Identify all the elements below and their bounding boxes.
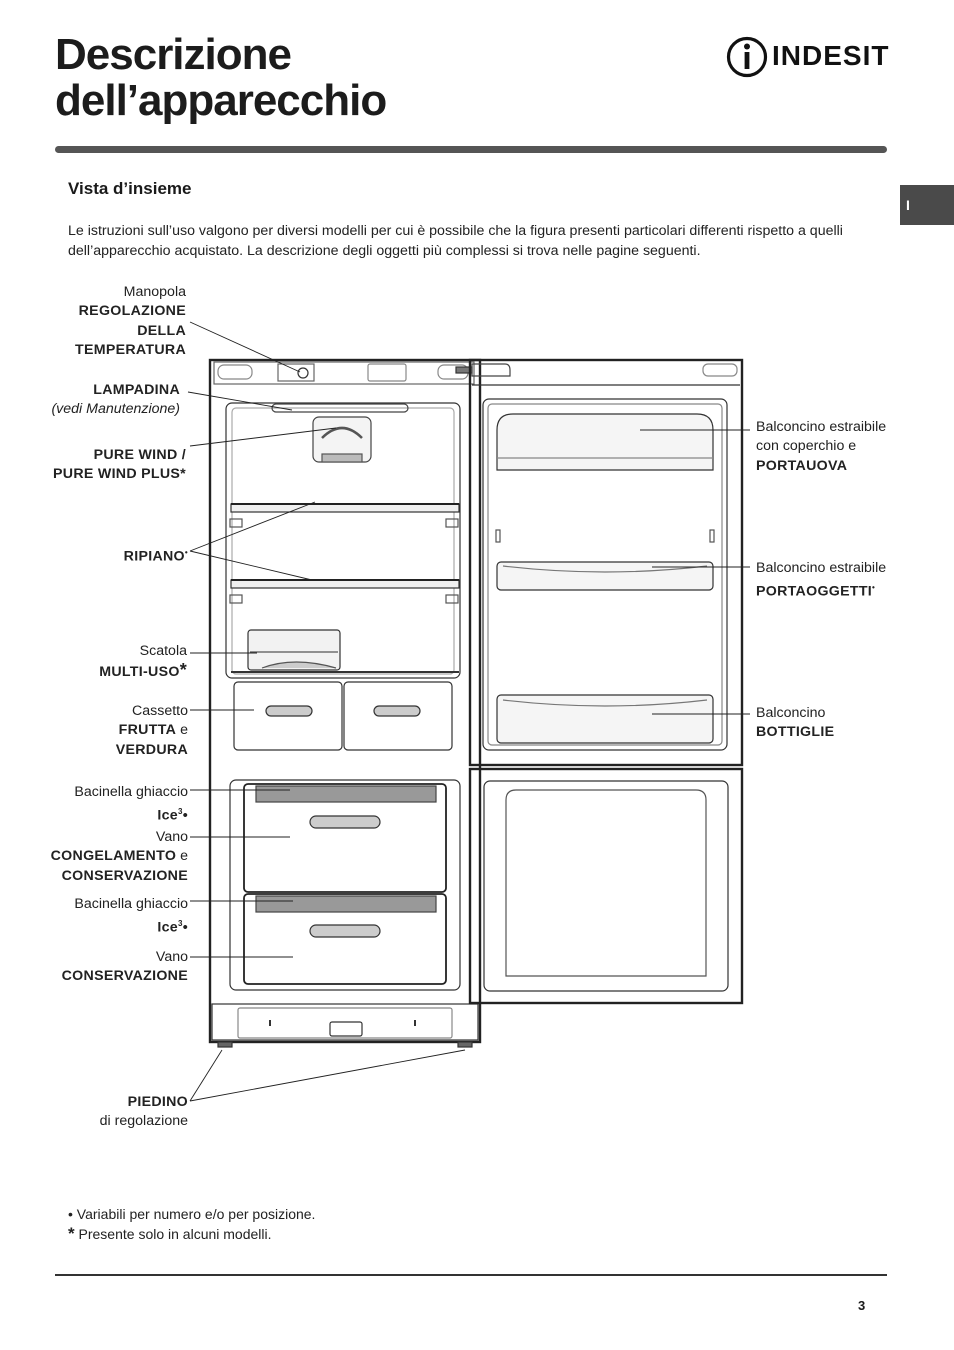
label-adjustable-foot-line1: PIEDINO bbox=[127, 1094, 188, 1110]
label-adjustable-foot-line2: di regolazione bbox=[99, 1113, 188, 1130]
label-freezing-compartment-line3: CONSERVAZIONE bbox=[61, 867, 188, 884]
footnote-some-models-mark: * bbox=[68, 1224, 75, 1243]
label-freezing-compartment-line2a: CONGELAMENTO bbox=[50, 848, 177, 865]
intro-paragraph: Le istruzioni sull’uso valgono per diver… bbox=[68, 223, 843, 259]
label-pure-wind-line1: PURE WIND / bbox=[93, 447, 186, 463]
label-crisper-drawer-line1: Cassetto bbox=[132, 703, 188, 719]
label-storage-compartment-line2: CONSERVAZIONE bbox=[61, 968, 188, 985]
label-multi-use-box-mark: * bbox=[179, 660, 187, 681]
footnote-some-models-text: Presente solo in alcuni modelli. bbox=[74, 1226, 272, 1242]
indesit-logo-icon bbox=[726, 36, 768, 78]
label-multi-use-box-line1: Scatola bbox=[139, 643, 187, 659]
label-temperature-knob: Manopola REGOLAZIONE DELLA TEMPERATURA bbox=[75, 283, 186, 361]
label-shelf: RIPIANO• bbox=[124, 543, 188, 567]
label-ice-tray-1-line1: Bacinella ghiaccio bbox=[74, 784, 188, 800]
label-crisper-drawer-line3: VERDURA bbox=[115, 741, 188, 758]
ice-tray-1 bbox=[255, 785, 437, 803]
fridge-door bbox=[468, 358, 744, 767]
label-adjustable-foot: PIEDINO di regolazione bbox=[100, 1093, 188, 1132]
label-ice-tray-1-mark: • bbox=[182, 808, 188, 825]
ice-tray-2 bbox=[255, 895, 437, 913]
fridge-compartment bbox=[225, 402, 461, 679]
label-multi-use-box: Scatola MULTI-USO* bbox=[99, 642, 187, 683]
label-ice-tray-2-line1: Bacinella ghiaccio bbox=[74, 896, 188, 912]
label-ice-tray-2-line2: Ice bbox=[157, 920, 178, 937]
footnote-variable-text: Variabili per numero e/o per posizione. bbox=[72, 1206, 316, 1222]
footnote-variable-mark: • bbox=[68, 1206, 73, 1222]
label-object-balcony-mark: • bbox=[872, 583, 876, 593]
label-egg-balcony-line2: con coperchio e bbox=[756, 438, 857, 455]
label-ice-tray-2-mark: • bbox=[182, 920, 188, 937]
header-divider bbox=[55, 146, 887, 153]
bottle-balcony bbox=[496, 694, 714, 744]
crisper-drawer-left bbox=[233, 681, 343, 751]
page-title-line2: dell’apparecchio bbox=[55, 76, 387, 125]
label-freezing-compartment: Vano CONGELAMENTO e CONSERVAZIONE bbox=[51, 828, 188, 886]
label-bottle-balcony-line1: Balconcino bbox=[756, 705, 826, 721]
multi-use-box bbox=[247, 629, 341, 671]
language-tab-label: I bbox=[906, 197, 910, 213]
label-storage-compartment-line1: Vano bbox=[155, 949, 188, 965]
label-freezing-compartment-line1: Vano bbox=[155, 829, 188, 845]
shelf-2 bbox=[230, 579, 460, 589]
freezer-door bbox=[468, 767, 744, 1005]
label-ice-tray-1-sup: 3 bbox=[177, 807, 183, 817]
label-temperature-knob-line2: REGOLAZIONE bbox=[78, 303, 186, 320]
freezer-drawer-2 bbox=[243, 893, 447, 985]
footnote-some-models: * Presente solo in alcuni modelli. bbox=[68, 1224, 315, 1244]
label-temperature-knob-line1: Manopola bbox=[123, 284, 186, 300]
foot-left bbox=[217, 1041, 233, 1048]
brand-name: INDESIT bbox=[772, 40, 890, 71]
label-shelf-text: RIPIANO bbox=[123, 548, 185, 565]
label-ice-tray-1-line2: Ice bbox=[157, 808, 178, 825]
label-egg-balcony-line1: Balconcino estraibile bbox=[756, 419, 887, 435]
fridge-cabinet bbox=[208, 358, 482, 1044]
label-lamp: LAMPADINA (vedi Manutenzione) bbox=[51, 381, 180, 420]
label-crisper-drawer-line2b: e bbox=[176, 722, 188, 739]
label-ice-tray-2: Bacinella ghiaccio Ice3• bbox=[74, 895, 188, 939]
label-freezing-compartment-line2b: e bbox=[176, 848, 188, 865]
freezer-compartment bbox=[229, 779, 461, 991]
footnotes: • Variabili per numero e/o per posizione… bbox=[68, 1205, 315, 1244]
page-number: 3 bbox=[858, 1298, 866, 1313]
label-crisper-drawer-line2a: FRUTTA bbox=[118, 722, 177, 739]
label-lamp-line2: (vedi Manutenzione) bbox=[51, 401, 180, 418]
section-title: Vista d’insieme bbox=[68, 179, 192, 198]
freezer-drawer-1 bbox=[243, 783, 447, 893]
label-multi-use-box-line2: MULTI-USO bbox=[99, 664, 180, 681]
object-balcony bbox=[496, 561, 714, 591]
footer-divider bbox=[55, 1274, 887, 1276]
page-title-line1: Descrizione bbox=[55, 30, 292, 79]
label-crisper-drawer: Cassetto FRUTTA e VERDURA bbox=[116, 702, 188, 760]
label-object-balcony: Balconcino estraibile PORTAOGGETTI• bbox=[756, 559, 886, 603]
label-egg-balcony-line3: PORTAUOVA bbox=[756, 457, 848, 474]
label-ice-tray-1: Bacinella ghiaccio Ice3• bbox=[74, 783, 188, 827]
language-tab: I bbox=[900, 185, 954, 225]
label-egg-balcony: Balconcino estraibile con coperchio e PO… bbox=[756, 418, 886, 476]
egg-balcony bbox=[496, 413, 714, 471]
label-storage-compartment: Vano CONSERVAZIONE bbox=[62, 948, 188, 987]
label-lamp-line1: LAMPADINA bbox=[93, 382, 180, 398]
label-temperature-knob-line3: DELLA bbox=[137, 322, 186, 339]
indesit-logo: INDESIT bbox=[726, 36, 888, 78]
label-object-balcony-line2: PORTAOGGETTI bbox=[756, 584, 873, 601]
crisper-drawer-right bbox=[343, 681, 453, 751]
footnote-variable: • Variabili per numero e/o per posizione… bbox=[68, 1205, 315, 1224]
label-pure-wind-line2: PURE WIND PLUS* bbox=[53, 466, 186, 483]
label-bottle-balcony-line2: BOTTIGLIE bbox=[756, 724, 835, 741]
label-ice-tray-2-sup: 3 bbox=[177, 919, 183, 929]
label-pure-wind: PURE WIND / PURE WIND PLUS* bbox=[53, 446, 186, 485]
label-object-balcony-line1: Balconcino estraibile bbox=[756, 560, 887, 576]
foot-right bbox=[457, 1041, 473, 1048]
lamp bbox=[271, 403, 409, 413]
label-temperature-knob-line4: TEMPERATURA bbox=[74, 342, 186, 359]
label-bottle-balcony: Balconcino BOTTIGLIE bbox=[756, 704, 834, 743]
shelf-1 bbox=[230, 503, 460, 513]
label-shelf-mark: • bbox=[184, 548, 188, 557]
page-title: Descrizione dell’apparecchio bbox=[55, 30, 387, 125]
thermostat-knob bbox=[297, 367, 309, 379]
